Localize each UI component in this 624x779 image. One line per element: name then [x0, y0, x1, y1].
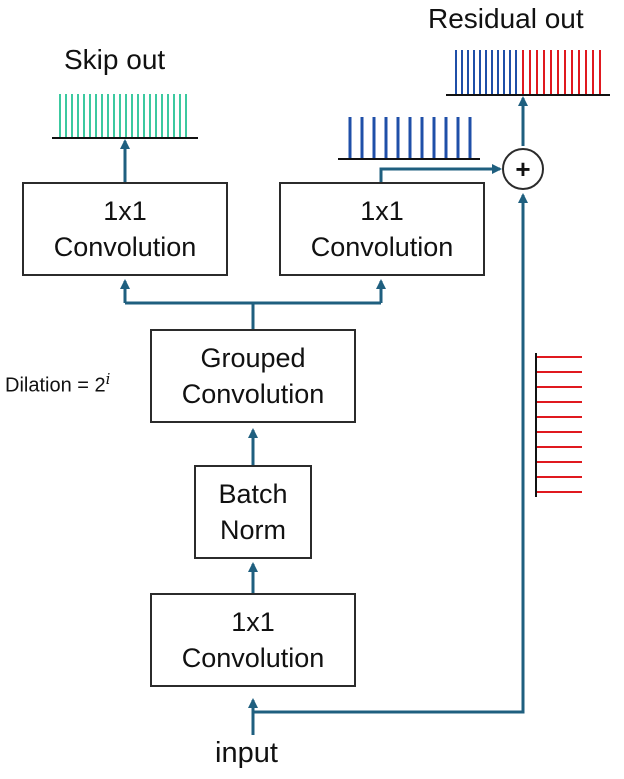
arrow-residual-conv-to-sum [379, 164, 502, 182]
skip-conv-line1: 1x1 [103, 196, 147, 226]
input-conv-line1: 1x1 [231, 607, 275, 637]
residual-conv-output-signal [348, 117, 472, 158]
skip-conv-line2: Convolution [53, 232, 197, 262]
input-signal [537, 356, 582, 493]
dilation-text: Dilation = 2 [5, 374, 106, 397]
residual-conv-line2: Convolution [310, 232, 454, 262]
grouped-conv-line1: Grouped [200, 343, 306, 373]
skip-out-signal [59, 94, 187, 137]
sum-node [502, 148, 544, 190]
dilation-label: Dilation = 2i [5, 370, 110, 398]
batch-norm-line1: Batch [218, 479, 288, 509]
dilation-exponent: i [105, 370, 111, 388]
grouped-conv-line2: Convolution [181, 379, 325, 409]
input-residual-path [253, 193, 528, 714]
residual-out-signal [455, 50, 601, 94]
plus-sign: + [515, 154, 530, 184]
skip-out-label: Skip out [64, 44, 166, 75]
residual-out-label: Residual out [428, 3, 584, 34]
split-connector [125, 301, 381, 329]
residual-conv-line1: 1x1 [360, 196, 404, 226]
input-conv-line2: Convolution [181, 643, 325, 673]
batch-norm-line2: Norm [219, 515, 286, 545]
input-label: input [215, 737, 278, 769]
